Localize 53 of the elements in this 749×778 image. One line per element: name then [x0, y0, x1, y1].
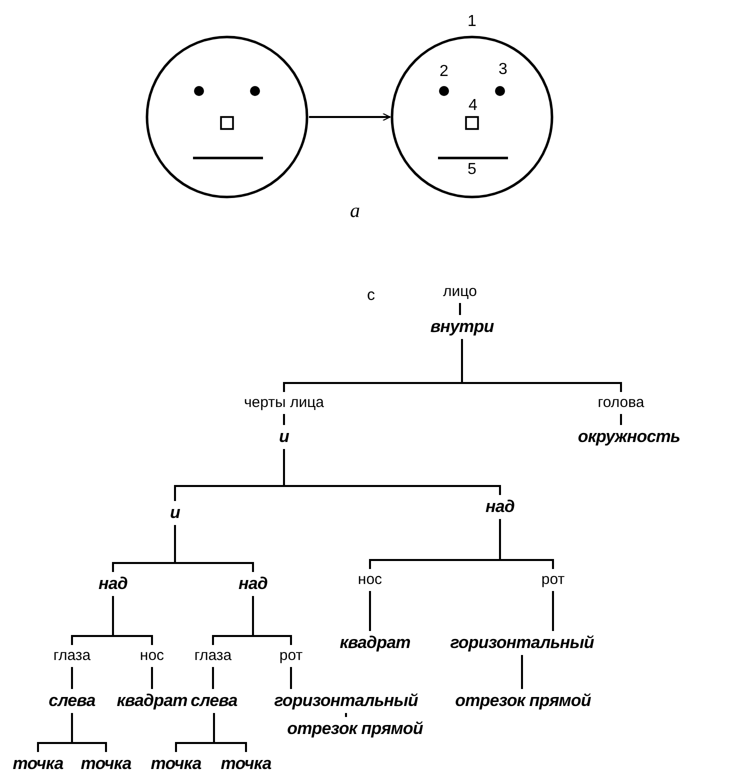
tree-line: [290, 667, 292, 689]
figure-letter: а: [350, 200, 360, 222]
relation-label: квадрат: [340, 632, 410, 654]
relation-label: слева: [190, 690, 238, 712]
relation-label: отрезок прямой: [287, 718, 423, 740]
relation-label: точка: [220, 753, 272, 775]
tree-line: [345, 713, 347, 717]
callout-number: с: [367, 286, 375, 306]
part-label: черты лица: [244, 393, 324, 413]
relation-label: слева: [48, 690, 96, 712]
relation-label: и: [170, 502, 180, 524]
part-label: лицо: [443, 282, 477, 302]
tree-line: [151, 667, 153, 689]
callout-number: 3: [498, 60, 508, 80]
relation-label: квадрат: [116, 690, 188, 712]
relation-label: и: [279, 426, 289, 448]
part-label: голова: [598, 393, 644, 413]
part-label: рот: [541, 570, 565, 590]
arrow: [309, 112, 391, 122]
tree-line: [212, 667, 214, 689]
tree-line: [71, 667, 73, 689]
part-label: глаза: [53, 646, 91, 666]
tree-line: [369, 591, 371, 631]
tree-line: [252, 596, 292, 645]
tree-line: [71, 713, 107, 752]
callout-number: 1: [468, 12, 476, 32]
tree-line: [620, 414, 622, 425]
relation-label: горизонтальный: [450, 632, 594, 654]
relation-label: горизонтальный: [274, 690, 418, 712]
relation-label: отрезок прямой: [455, 690, 591, 712]
tree-line: [499, 519, 554, 569]
relation-label: над: [486, 496, 514, 518]
tree-line: [283, 449, 501, 495]
part-label: рот: [279, 646, 303, 666]
part-label: глаза: [194, 646, 232, 666]
relation-label: точка: [12, 753, 64, 775]
tree-line: [521, 655, 523, 689]
tree-line: [174, 525, 254, 572]
part-label: нос: [140, 646, 164, 666]
tree-line: [213, 713, 247, 752]
tree-line: [552, 591, 554, 631]
part-label: нос: [358, 570, 382, 590]
tree-line: [459, 303, 461, 315]
relation-label: точка: [80, 753, 132, 775]
relation-label: точка: [150, 753, 202, 775]
tree-line: [283, 414, 285, 425]
relation-label: над: [98, 573, 128, 595]
relation-label: окружность: [578, 426, 680, 448]
relation-label: над: [238, 573, 268, 595]
callout-number: 4: [468, 96, 478, 116]
callout-number: 2: [440, 62, 448, 82]
callout-number: 5: [468, 160, 476, 180]
relation-label: внутри: [430, 316, 494, 338]
